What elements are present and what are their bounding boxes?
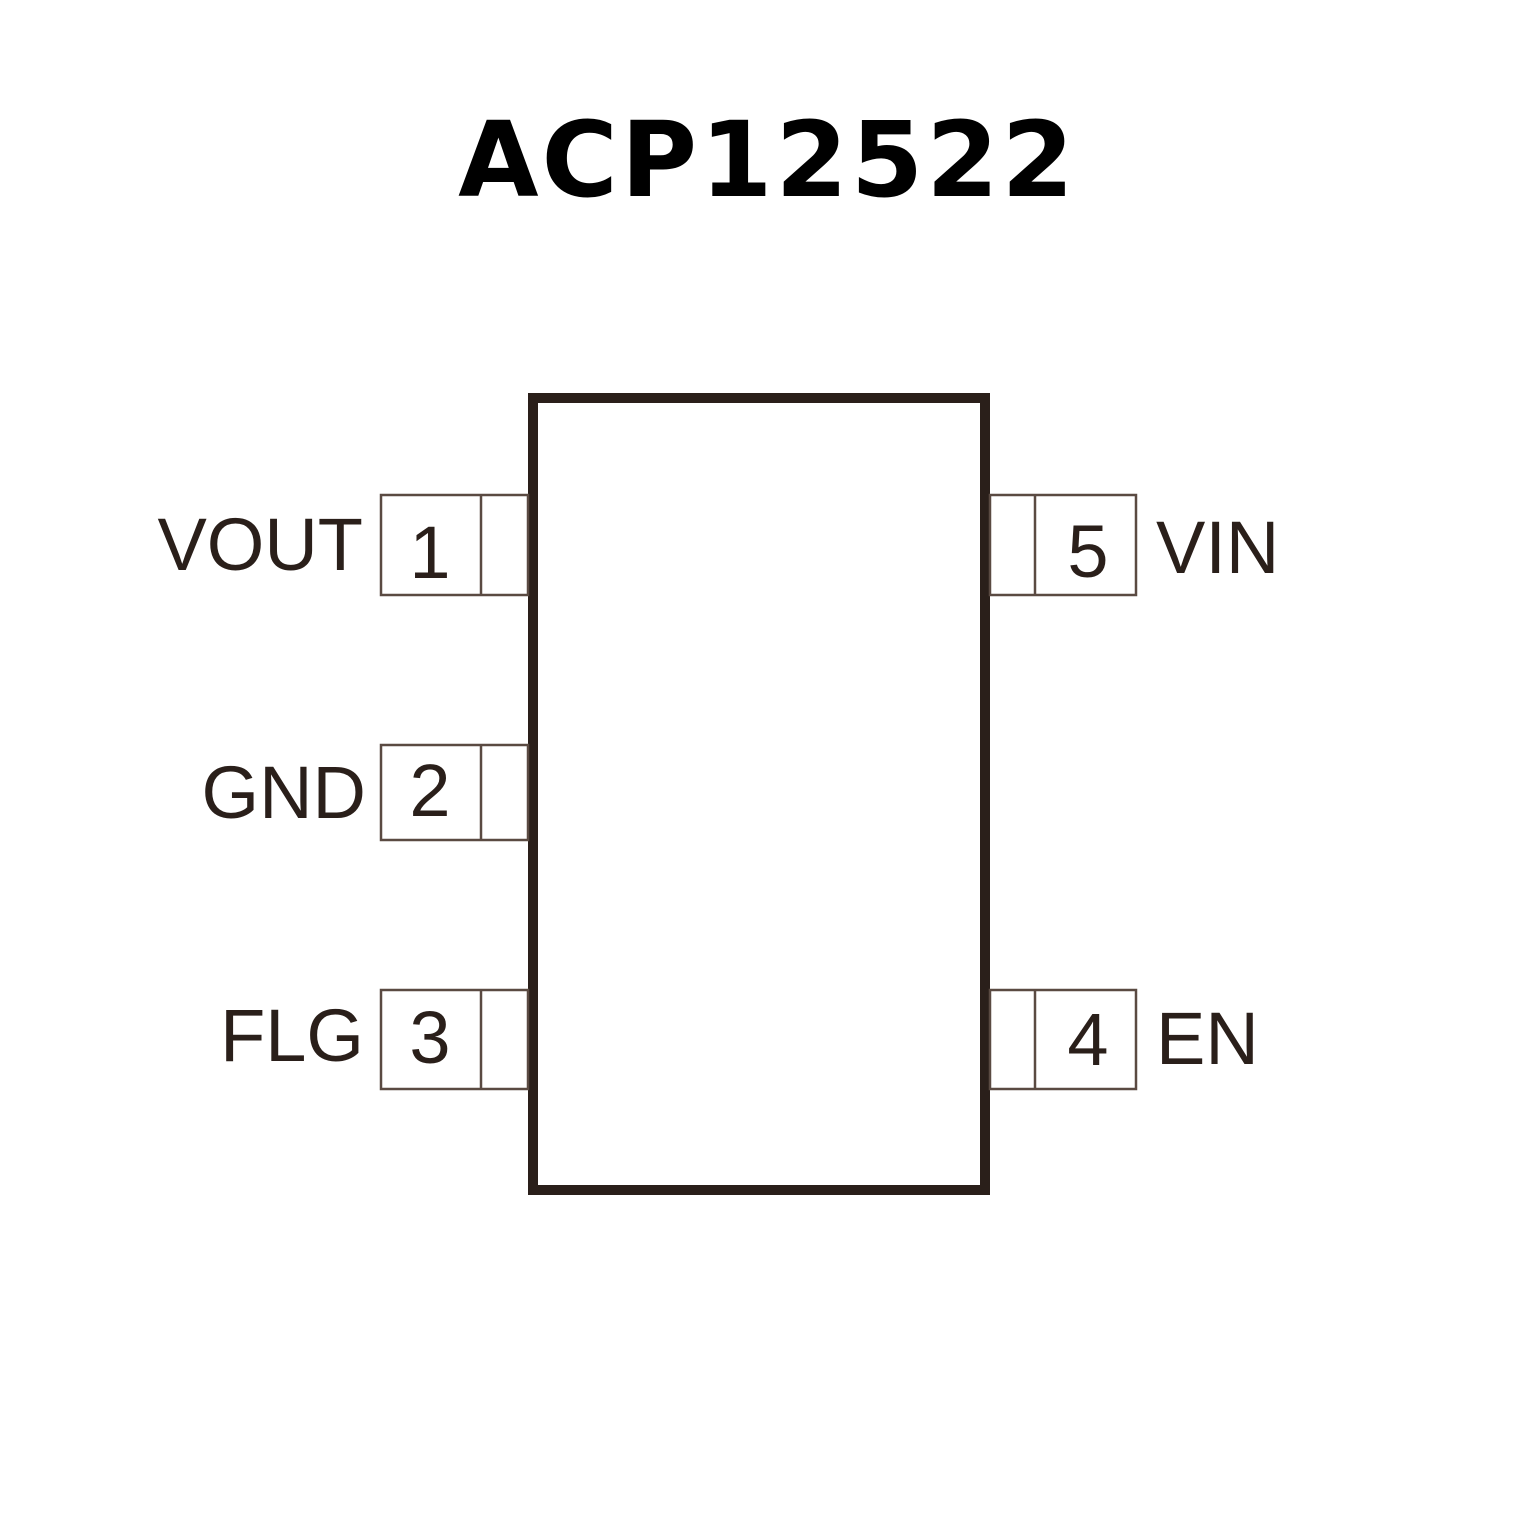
pin-2-number: 2 [409,749,450,832]
pin-4-pad [988,988,1138,1091]
chip-title: ACP12522 [458,99,1077,221]
pin-4: 4 EN [988,988,1259,1091]
pin-4-label: EN [1156,997,1259,1080]
pin-3-number: 3 [409,996,450,1079]
pin-3: 3 FLG [220,988,530,1091]
pin-1-pad [379,493,530,597]
pin-2-label: GND [202,751,366,834]
chip-body [528,393,990,1195]
pin-5: 5 VIN [988,493,1279,597]
pin-1: 1 VOUT [157,493,530,597]
pin-2-pad [379,743,530,842]
pin-5-label: VIN [1156,506,1279,589]
pin-2: 2 GND [202,743,530,842]
pin-4-number: 4 [1067,998,1108,1081]
pin-3-label: FLG [220,994,364,1077]
pin-1-number: 1 [409,511,450,594]
pin-1-label: VOUT [157,503,363,586]
pin-5-pad [988,493,1138,597]
pin-5-number: 5 [1067,510,1108,593]
pin-3-pad [379,988,530,1091]
